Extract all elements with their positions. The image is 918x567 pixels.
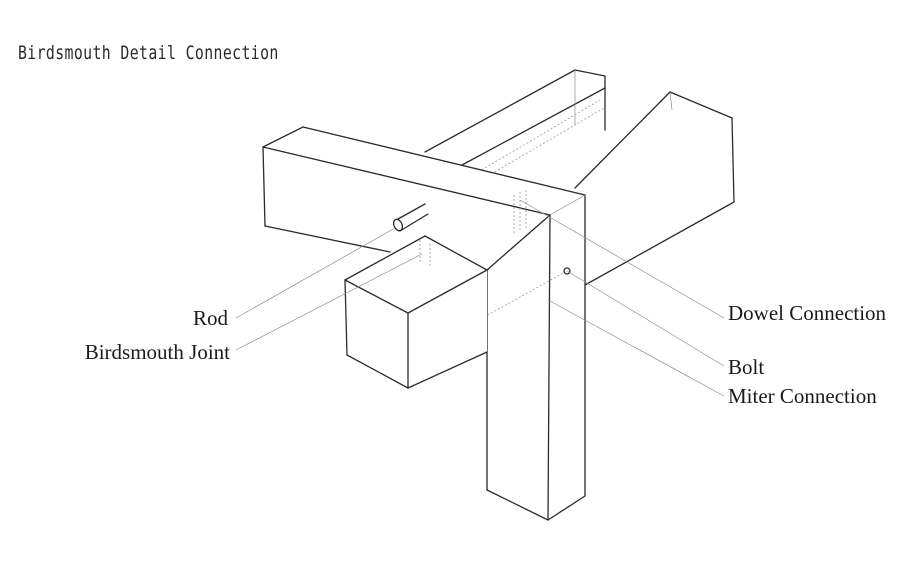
vertical-post: [485, 194, 586, 521]
birdsmouth-block: [344, 235, 488, 389]
label-birdsmouth-joint: Birdsmouth Joint: [84, 340, 230, 364]
leader-dowel: [519, 199, 725, 319]
leader-rod: [235, 227, 396, 319]
right-beam: [574, 91, 735, 286]
leader-bolt: [566, 270, 725, 367]
leader-birdsmouth: [235, 253, 423, 351]
rod: [392, 203, 429, 232]
label-dowel-connection: Dowel Connection: [728, 301, 887, 325]
dowel-pins: [513, 190, 527, 235]
leader-miter: [547, 299, 725, 397]
front-beam: [262, 126, 586, 268]
label-miter-connection: Miter Connection: [728, 384, 877, 408]
dowel-hidden-line: [467, 99, 601, 179]
back-beam: [424, 69, 606, 185]
bolt: [563, 267, 571, 275]
leader-lines: [235, 199, 725, 397]
label-bolt: Bolt: [728, 355, 765, 379]
diagram-title: Birdsmouth Detail Connection: [18, 42, 279, 64]
label-rod: Rod: [192, 306, 228, 330]
